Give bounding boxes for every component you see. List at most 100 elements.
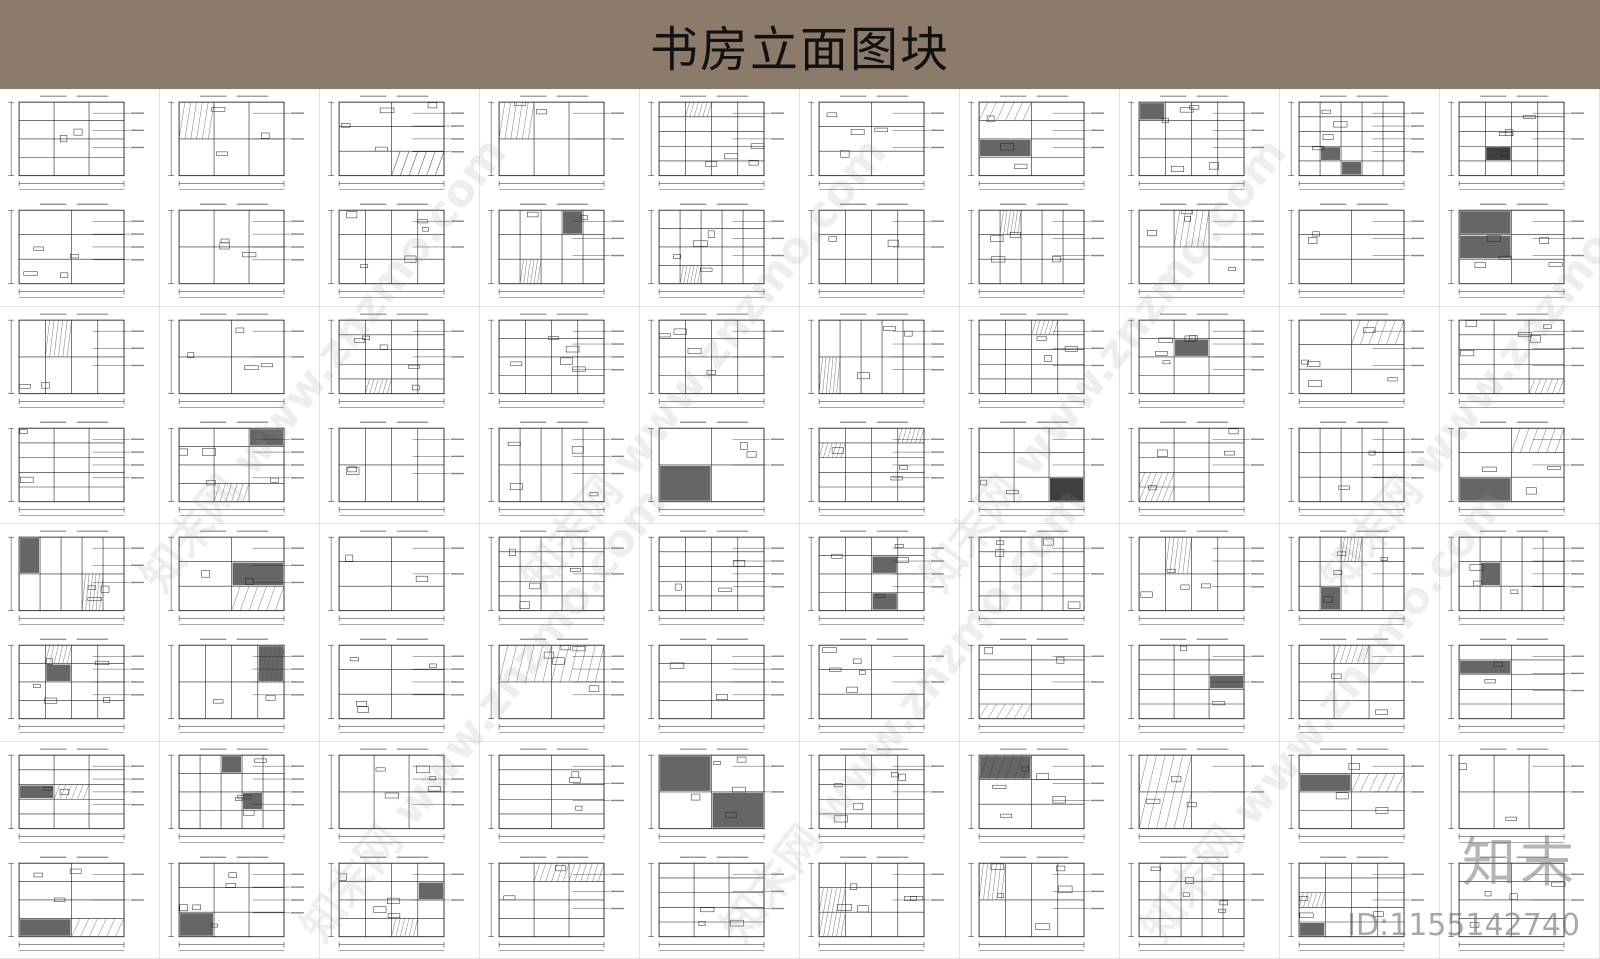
drawing-cell-svg: [328, 313, 464, 516]
elevation-drawing: [808, 421, 944, 516]
drawing-cell: [480, 306, 640, 524]
drawing-cell-svg: [1288, 748, 1424, 951]
drawing-cell: [0, 89, 160, 307]
elevation-drawing: [168, 638, 304, 733]
drawing-cell-svg: [1448, 530, 1584, 733]
elevation-drawing: [168, 203, 304, 298]
drawing-cell: [480, 524, 640, 742]
elevation-drawing: [488, 421, 624, 516]
elevation-drawing: [648, 856, 784, 951]
drawing-cell: [1280, 89, 1440, 307]
title-banner: 书房立面图块: [0, 0, 1600, 89]
drawing-cell-svg: [8, 748, 144, 951]
elevation-drawing: [808, 203, 944, 298]
drawing-cell: [960, 89, 1120, 307]
elevation-drawing: [1128, 530, 1264, 625]
drawing-cell-svg: [1128, 313, 1264, 516]
drawing-cell-svg: [8, 313, 144, 516]
drawing-cell: [640, 306, 800, 524]
drawing-cell: [1280, 741, 1440, 959]
drawing-cell-svg: [648, 748, 784, 951]
drawing-cell-svg: [648, 313, 784, 516]
drawing-cell-svg: [1128, 530, 1264, 733]
elevation-drawing: [1288, 748, 1424, 843]
elevation-drawing: [488, 748, 624, 843]
elevation-drawing: [1128, 203, 1264, 298]
page-title: 书房立面图块: [649, 21, 950, 78]
drawing-cell: [1120, 741, 1280, 959]
elevation-drawing: [968, 638, 1104, 733]
drawing-cell-svg: [168, 95, 304, 298]
drawing-cell-svg: [328, 748, 464, 951]
drawing-cell: [0, 741, 160, 959]
elevation-drawing: [1448, 203, 1584, 298]
elevation-drawing: [1288, 421, 1424, 516]
elevation-drawing: [328, 95, 464, 190]
elevation-drawing: [1128, 638, 1264, 733]
elevation-drawing: [1288, 95, 1424, 190]
elevation-drawing: [808, 95, 944, 190]
elevation-drawing: [968, 530, 1104, 625]
drawing-cell-svg: [968, 95, 1104, 298]
elevation-drawing-grid: [0, 89, 1600, 959]
elevation-drawing: [488, 313, 624, 408]
drawing-cell: [640, 741, 800, 959]
elevation-drawing: [328, 203, 464, 298]
drawing-cell-svg: [1448, 313, 1584, 516]
drawing-cell: [480, 89, 640, 307]
drawing-cell-svg: [968, 748, 1104, 951]
elevation-drawing: [8, 421, 144, 516]
drawing-cell: [160, 306, 320, 524]
elevation-drawing: [8, 748, 144, 843]
elevation-drawing: [8, 856, 144, 951]
elevation-drawing: [1448, 421, 1584, 516]
elevation-drawing: [808, 313, 944, 408]
brand-watermark: 知末: [1462, 831, 1578, 894]
drawing-cell: [800, 89, 960, 307]
elevation-drawing: [808, 856, 944, 951]
elevation-drawing: [488, 95, 624, 190]
elevation-drawing: [328, 748, 464, 843]
drawing-cell-svg: [1128, 95, 1264, 298]
drawing-cell: [1440, 524, 1600, 742]
drawing-cell-svg: [808, 530, 944, 733]
elevation-drawing: [808, 530, 944, 625]
drawing-cell-svg: [968, 530, 1104, 733]
elevation-drawing: [968, 95, 1104, 190]
drawing-cell: [960, 524, 1120, 742]
elevation-drawing: [808, 638, 944, 733]
drawing-cell: [160, 89, 320, 307]
drawing-cell-svg: [1128, 748, 1264, 951]
drawing-cell-svg: [968, 313, 1104, 516]
elevation-drawing: [488, 530, 624, 625]
drawing-cell: [640, 524, 800, 742]
elevation-drawing: [968, 421, 1104, 516]
drawing-cell-svg: [328, 530, 464, 733]
drawing-cell: [0, 306, 160, 524]
elevation-drawing: [328, 856, 464, 951]
elevation-drawing: [1288, 203, 1424, 298]
image-id-watermark: ID:1155142740: [1347, 908, 1580, 943]
drawing-cell: [800, 741, 960, 959]
drawing-cell: [1280, 524, 1440, 742]
elevation-drawing: [1448, 638, 1584, 733]
drawing-cell: [1280, 306, 1440, 524]
elevation-drawing: [168, 421, 304, 516]
elevation-drawing: [968, 856, 1104, 951]
elevation-drawing: [648, 95, 784, 190]
drawing-cell: [960, 741, 1120, 959]
elevation-drawing: [648, 530, 784, 625]
drawing-cell: [320, 741, 480, 959]
drawing-cell-svg: [8, 95, 144, 298]
elevation-drawing: [1288, 856, 1424, 951]
elevation-drawing: [1448, 856, 1584, 951]
elevation-drawing: [328, 313, 464, 408]
elevation-drawing: [1128, 748, 1264, 843]
elevation-drawing: [8, 313, 144, 408]
elevation-drawing: [648, 203, 784, 298]
elevation-drawing: [168, 95, 304, 190]
elevation-drawing: [968, 203, 1104, 298]
elevation-drawing: [648, 313, 784, 408]
elevation-drawing: [488, 638, 624, 733]
drawing-cell-svg: [808, 313, 944, 516]
